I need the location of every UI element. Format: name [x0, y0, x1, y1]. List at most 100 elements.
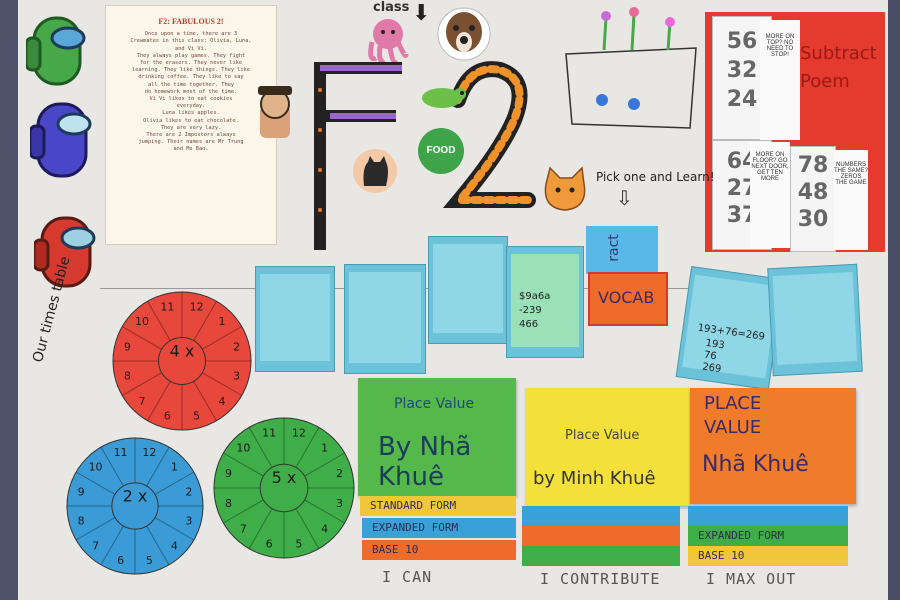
wheel-divider [147, 300, 171, 341]
number-value: 24 [726, 87, 758, 112]
story-line: and Ms Bao. [173, 146, 209, 153]
wheel-number: 9 [225, 467, 232, 480]
wheel-center-label: 4 x [170, 341, 195, 360]
place-value-author: Nhã Khuê [702, 452, 809, 477]
story-line: Luna likes apples. [162, 110, 220, 117]
wheel-divider [295, 427, 320, 468]
story-line: There are 2 Impostors always [146, 132, 236, 139]
wheel-number: 8 [124, 370, 131, 383]
card-calc-line: $9a6a [519, 291, 551, 302]
wheel-number: 8 [78, 514, 85, 527]
place-value-author: by Minh Khuê [533, 468, 656, 489]
down-arrow-icon: ⇩ [616, 188, 633, 210]
wheel-number: 5 [146, 554, 153, 567]
standard-form-strip: STANDARD FORM [360, 496, 516, 516]
wheel-divider [295, 508, 320, 549]
wheel-number: 1 [321, 441, 328, 454]
pug-sticker [258, 86, 292, 138]
math-card-4: $9a6a -239 466 [506, 246, 584, 358]
wheel-divider [223, 499, 264, 524]
wheel-number: 3 [336, 497, 343, 510]
wheel-center [111, 482, 159, 530]
red-crewmate-sticker [34, 216, 96, 288]
black-cat-sticker [353, 149, 397, 193]
wheel-number: 2 [336, 467, 343, 480]
flower-box-drawing [565, 7, 697, 129]
wheel-number: 6 [266, 537, 273, 550]
number-value: 56 [726, 29, 758, 54]
wheel-number: 11 [160, 300, 174, 313]
blue-crewmate-sticker [30, 102, 92, 178]
wheel-divider [100, 525, 124, 566]
wheel-number: 4 [171, 539, 178, 552]
story-line: drinking coffee. They like to say [138, 74, 244, 81]
place-value-author: By Nhã Khuê [378, 432, 472, 492]
vocab-pocket: VOCAB [588, 272, 668, 326]
wheel-divider [154, 517, 195, 541]
giant-letter-f [314, 62, 402, 250]
orange-cat-sticker [544, 166, 586, 211]
wheel-number: 2 [185, 486, 192, 499]
wheel-divider [121, 326, 162, 350]
wheel-number: 7 [138, 395, 145, 408]
i-contribute-label: I CONTRIBUTE [540, 570, 661, 588]
food-badge: FOOD [418, 128, 464, 174]
card-calc-line: 466 [519, 319, 539, 330]
wheel-number: 10 [89, 461, 103, 474]
story-line: Olivia likes to eat chocolate. [143, 117, 239, 124]
story-line: everyday. [176, 103, 206, 110]
wheel-number: 10 [135, 315, 149, 328]
base-ten-strip-right: BASE 10 [688, 546, 848, 566]
wheel-divider [248, 508, 273, 549]
wheel-number: 11 [114, 446, 128, 459]
card-calc-line: 76 [703, 349, 718, 363]
place-value-title: Place Value [394, 396, 475, 412]
wheel-number: 9 [124, 340, 131, 353]
standard-form-strip-right [688, 506, 848, 526]
i-can-label: I CAN [382, 568, 433, 586]
wheel-number: 1 [171, 461, 178, 474]
wheel-number: 5 [193, 410, 200, 423]
left-border [0, 0, 18, 600]
math-card-3 [428, 236, 508, 344]
wheel-number: 6 [117, 554, 124, 567]
expanded-form-strip: EXPANDED FORM [362, 518, 516, 538]
i-max-out-label: I MAX OUT [706, 570, 797, 588]
vocab-label: VOCAB [598, 288, 655, 307]
story-line: Crewmates in this class: Olivia, Luna, [130, 38, 252, 45]
vocab-card-stack [586, 226, 658, 274]
place-value-card-2: Place Value by Minh Khuê [525, 388, 689, 506]
wheel-divider [223, 452, 264, 477]
wheel-number: 3 [185, 514, 192, 527]
pick-one-instruction: Pick one and Learn! [596, 170, 715, 184]
place-value-card-1: Place Value By Nhã Khuê [358, 378, 516, 496]
vocab-tab-text: ract [605, 234, 622, 262]
subtract-note-right: NUMBERS THE SAME? ZEROS THE GAME [834, 150, 868, 250]
story-line: and Vi Vi. [175, 45, 207, 52]
number-value: 30 [797, 207, 829, 232]
wheel-number: 6 [164, 410, 171, 423]
story-line: for the erasers. They never like [139, 60, 243, 67]
wheel-number: 10 [236, 441, 250, 454]
expanded-form-strip-right: EXPANDED FORM [688, 526, 848, 546]
wheel-divider [100, 446, 124, 487]
wheel-number: 8 [225, 497, 232, 510]
wheel-divider [304, 452, 345, 477]
wheel-number: 5 [295, 537, 302, 550]
wheel-number: 9 [78, 486, 85, 499]
class-label: class [373, 0, 410, 15]
dog-sticker [437, 7, 491, 61]
wheel-center-label: 2 x [123, 486, 148, 505]
giant-number-two [442, 61, 536, 208]
wheel-number: 2 [233, 340, 240, 353]
wheel-number: 12 [142, 446, 156, 459]
number-value: 32 [726, 58, 758, 83]
wheel-number: 3 [233, 370, 240, 383]
wheel-divider [202, 326, 243, 350]
math-card-2 [344, 264, 426, 374]
wheel-divider [75, 517, 116, 541]
wheel-divider [146, 525, 170, 566]
strip-stack-middle [522, 506, 680, 566]
